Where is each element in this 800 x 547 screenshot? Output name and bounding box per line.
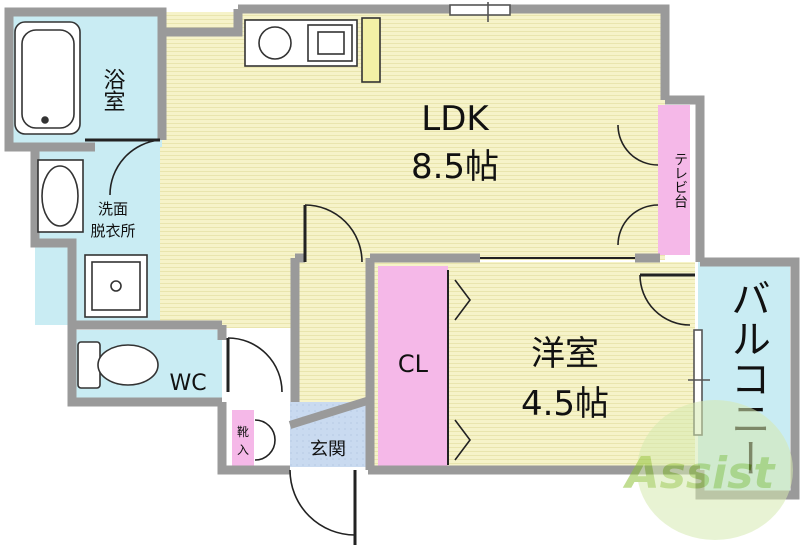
entrance-label: 玄関 bbox=[310, 439, 346, 460]
assist-watermark-logo: Assist bbox=[623, 400, 793, 540]
wc-label: WC bbox=[169, 371, 206, 396]
bath-label: 浴室 bbox=[100, 68, 126, 112]
washroom-label-2: 脱衣所 bbox=[90, 222, 135, 240]
washing-machine-pan bbox=[84, 254, 148, 318]
western-size: 4.5帖 bbox=[521, 384, 609, 424]
ldk-name: LDK bbox=[421, 99, 490, 139]
room-labels: LDK 8.5帖 洋室 4.5帖 浴室 洗面 脱衣所 WC CL 玄関 靴 入 … bbox=[90, 68, 770, 478]
watermark-text: Assist bbox=[623, 448, 777, 499]
closet-label: CL bbox=[398, 350, 429, 378]
ldk-floor bbox=[160, 12, 665, 260]
walls bbox=[4, 4, 800, 500]
western-name: 洋室 bbox=[531, 334, 599, 374]
tv-stand bbox=[658, 105, 690, 255]
shoe-closet bbox=[232, 410, 254, 467]
corridor-floor bbox=[295, 262, 370, 402]
toilet bbox=[77, 341, 101, 389]
ldk-size: 8.5帖 bbox=[411, 147, 499, 187]
tv-stand-label: テレビ台 bbox=[672, 152, 688, 208]
doors bbox=[85, 2, 710, 545]
closet-floor bbox=[378, 266, 448, 466]
washroom-label-1: 洗面 bbox=[98, 200, 128, 218]
shoe-label-1: 靴 bbox=[237, 425, 249, 439]
shoe-label-2: 入 bbox=[237, 443, 249, 457]
fixtures bbox=[14, 17, 381, 389]
